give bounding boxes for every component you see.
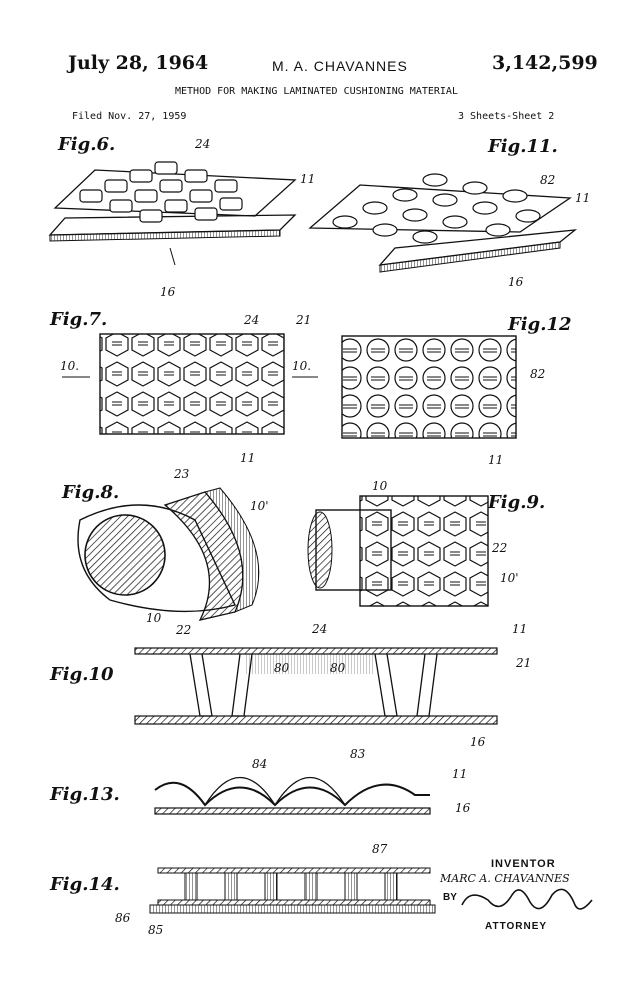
figure-label: Fig.11. <box>487 136 558 157</box>
ref-16: 16 <box>508 275 524 289</box>
ref-11: 11 <box>240 451 255 465</box>
figure-14: Fig.14. 87 86 85 <box>49 842 436 937</box>
figure-label: Fig.8. <box>61 482 119 503</box>
ref-11: 11 <box>452 767 467 781</box>
figure-label: Fig.10 <box>49 664 114 685</box>
ref-24: 24 <box>194 137 210 151</box>
figure-11: Fig.11. 82 11 16 <box>308 136 590 289</box>
ref-86: 86 <box>115 911 131 925</box>
ref-11: 11 <box>575 191 590 205</box>
ref-10: 10 <box>146 611 162 625</box>
ref-11: 11 <box>300 172 315 186</box>
ref-10-left: 10. <box>60 359 79 373</box>
figure-10: Fig.10 24 11 21 80 80 16 <box>49 622 531 749</box>
ref-11: 11 <box>488 453 503 467</box>
figure-12: Fig.12 82 11 <box>341 314 572 467</box>
figure-8: Fig.8. 23 10' 10 22 <box>61 467 269 637</box>
ref-22: 22 <box>491 541 507 555</box>
figure-7: Fig.7. 24 21 10. 10. 11 <box>49 309 318 465</box>
filed-date: Filed Nov. 27, 1959 <box>72 111 187 122</box>
ref-87: 87 <box>372 842 388 856</box>
ref-16: 16 <box>470 735 486 749</box>
ref-80-right: 80 <box>330 661 346 675</box>
sheet-count: 3 Sheets-Sheet 2 <box>458 111 555 122</box>
ref-82: 82 <box>540 173 555 187</box>
inventor-caption: INVENTOR <box>491 858 556 870</box>
ref-11: 11 <box>512 622 527 636</box>
patent-title: METHOD FOR MAKING LAMINATED CUSHIONING M… <box>175 86 458 97</box>
ref-85: 85 <box>148 923 163 937</box>
ref-10-right: 10. <box>292 359 311 373</box>
figure-label: Fig.12 <box>507 314 572 335</box>
figure-label: Fig.13. <box>49 784 120 805</box>
ref-80-left: 80 <box>274 661 290 675</box>
ref-10-prime: 10' <box>250 499 269 513</box>
ref-10-prime: 10' <box>500 571 519 585</box>
attorney-signature <box>461 888 593 910</box>
patent-date: July 28, 1964 <box>68 52 209 74</box>
ref-24: 24 <box>243 313 259 327</box>
figure-label: Fig.9. <box>487 492 545 513</box>
inventor-header: M. A. CHAVANNES <box>272 58 408 74</box>
figure-label: Fig.6. <box>57 134 115 155</box>
inventor-name: MARC A. CHAVANNES <box>440 872 570 885</box>
by-label: BY <box>443 892 457 903</box>
figure-6: Fig.6. 24 11 1 <box>48 134 315 299</box>
ref-16: 16 <box>160 285 176 299</box>
figure-9: Fig.9. 10 22 10' <box>307 479 545 607</box>
ref-21: 21 <box>515 656 531 670</box>
ref-10: 10 <box>372 479 388 493</box>
patent-number: 3,142,599 <box>492 52 598 74</box>
ref-22: 22 <box>175 623 191 637</box>
figure-label: Fig.7. <box>49 309 107 330</box>
ref-23: 23 <box>173 467 190 481</box>
ref-16: 16 <box>455 801 471 815</box>
ref-82: 82 <box>530 367 545 381</box>
figure-label: Fig.14. <box>49 874 120 895</box>
attorney-caption: ATTORNEY <box>485 921 548 932</box>
ref-24: 24 <box>311 622 327 636</box>
ref-83: 83 <box>350 747 366 761</box>
ref-21: 21 <box>295 313 311 327</box>
figure-13: Fig.13. 84 83 11 16 <box>49 747 471 815</box>
ref-84: 84 <box>252 757 267 771</box>
